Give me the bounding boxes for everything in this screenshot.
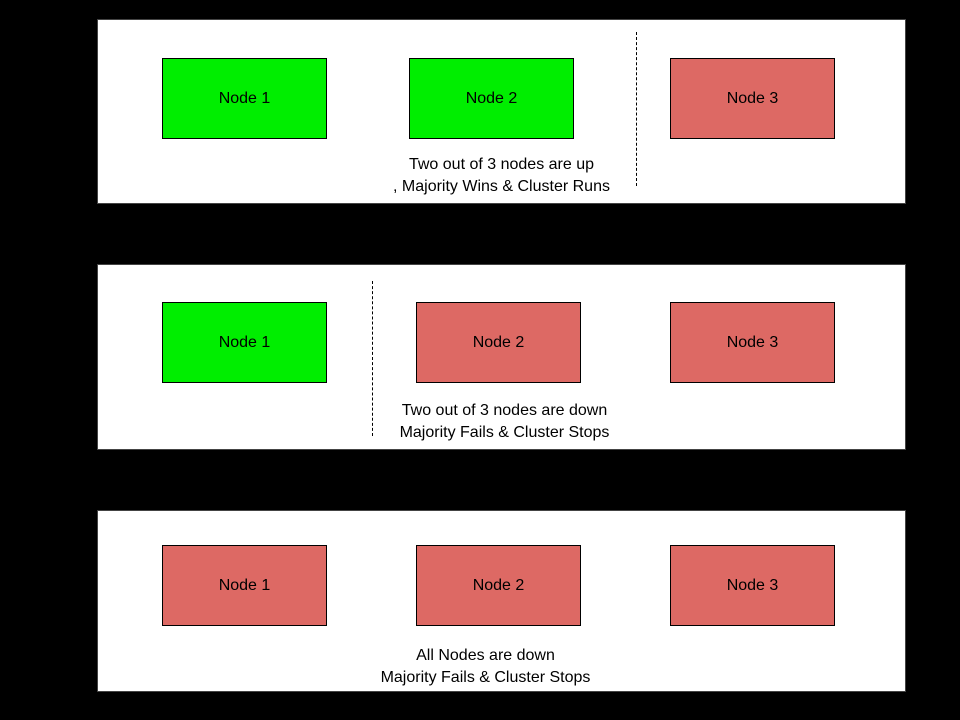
node-box: Node 2 <box>416 302 581 383</box>
panel-scenario-two-down: Node 1 Node 2 Node 3 Two out of 3 nodes … <box>97 264 906 450</box>
panel-scenario-all-down: Node 1 Node 2 Node 3 All Nodes are down … <box>97 510 906 692</box>
node-label: Node 3 <box>726 576 779 594</box>
caption-line-2: Majority Fails & Cluster Stops <box>380 669 591 686</box>
node-label: Node 3 <box>726 333 779 351</box>
node-label: Node 3 <box>726 89 779 107</box>
scenario-caption: All Nodes are down Majority Fails & Clus… <box>82 645 889 689</box>
caption-line-2: Majority Fails & Cluster Stops <box>399 424 610 441</box>
node-label: Node 2 <box>472 576 525 594</box>
panel-scenario-two-up: Node 1 Node 2 Node 3 Two out of 3 nodes … <box>97 19 906 204</box>
caption-line-1: Two out of 3 nodes are up <box>408 156 594 173</box>
caption-line-1: Two out of 3 nodes are down <box>401 402 608 419</box>
node-label: Node 1 <box>218 576 271 594</box>
caption-line-2: , Majority Wins & Cluster Runs <box>393 178 610 195</box>
node-label: Node 1 <box>218 89 271 107</box>
partition-dashed-line <box>636 32 637 186</box>
node-box: Node 1 <box>162 545 327 626</box>
partition-dashed-line <box>372 281 373 436</box>
node-label: Node 2 <box>472 333 525 351</box>
caption-line-1: All Nodes are down <box>416 647 555 664</box>
node-box: Node 3 <box>670 302 835 383</box>
node-box: Node 2 <box>416 545 581 626</box>
scenario-caption: Two out of 3 nodes are down Majority Fai… <box>101 400 908 444</box>
node-label: Node 1 <box>218 333 271 351</box>
node-box: Node 3 <box>670 58 835 139</box>
node-box: Node 1 <box>162 58 327 139</box>
node-box: Node 3 <box>670 545 835 626</box>
node-box: Node 1 <box>162 302 327 383</box>
scenario-caption: Two out of 3 nodes are up , Majority Win… <box>98 154 905 198</box>
node-label: Node 2 <box>465 89 518 107</box>
node-box: Node 2 <box>409 58 574 139</box>
